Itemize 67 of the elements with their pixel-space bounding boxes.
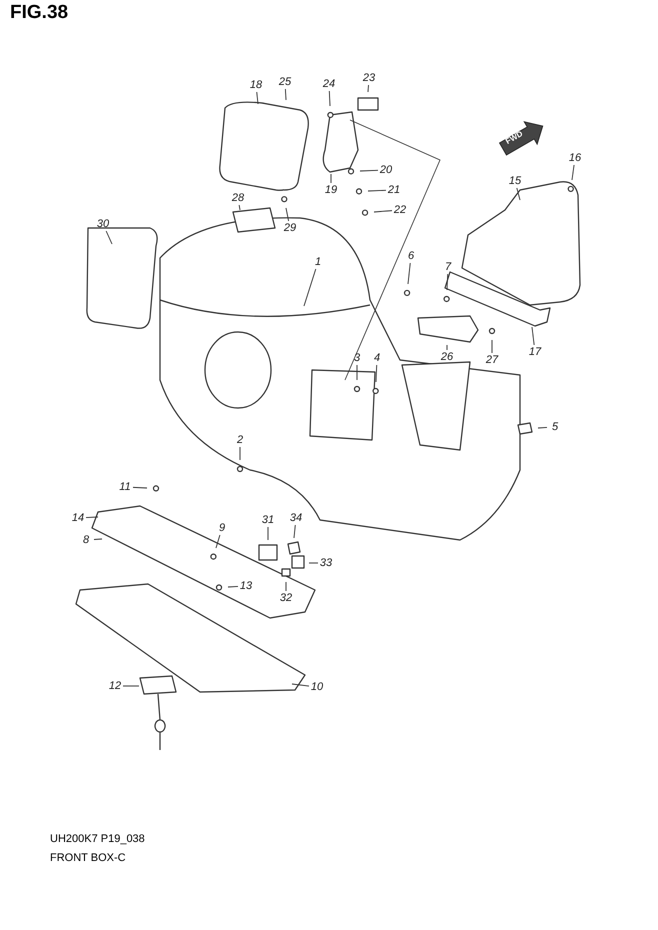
callout-number: 15 <box>508 175 522 187</box>
callout-number: 33 <box>320 557 332 569</box>
callout-number: 20 <box>380 164 392 176</box>
callout-number: 18 <box>250 79 262 91</box>
leader-line <box>292 684 310 686</box>
leader-line <box>356 364 358 380</box>
callout-number: 17 <box>528 346 542 358</box>
leader-line <box>360 170 378 172</box>
callout-number: 31 <box>262 514 274 526</box>
leader-line <box>516 188 520 200</box>
callout-number: 2 <box>236 434 244 446</box>
leader-line <box>228 586 238 588</box>
leader-line <box>532 326 535 346</box>
leader-line <box>304 268 316 306</box>
direction-label: FWD <box>504 129 524 146</box>
callout-number: 11 <box>119 481 131 493</box>
leader-line <box>286 208 290 222</box>
leader-line <box>446 274 448 290</box>
callout-number: 29 <box>284 222 296 234</box>
leader-line <box>284 88 286 100</box>
callout-number: 26 <box>440 351 454 363</box>
callout-number: 6 <box>408 250 414 262</box>
leader-line <box>376 364 378 382</box>
callout-number: 7 <box>444 261 452 273</box>
callout-number: 24 <box>322 78 336 90</box>
leader-line <box>308 562 318 564</box>
leader-line <box>256 92 258 104</box>
leader-line <box>368 190 386 192</box>
leader-line <box>446 344 448 350</box>
callout-number: 13 <box>240 580 252 592</box>
leader-line <box>408 262 411 284</box>
callout-number: 12 <box>108 680 122 692</box>
leader-line <box>238 204 240 210</box>
leader-line <box>374 210 392 212</box>
leader-line <box>132 486 148 488</box>
callout-number: 22 <box>394 204 406 216</box>
callout-number: 21 <box>388 184 400 196</box>
leader-line <box>328 90 330 106</box>
leader-line <box>294 524 296 538</box>
leader-line <box>368 84 369 92</box>
callout-number: 10 <box>310 681 324 693</box>
leader-line <box>106 230 112 244</box>
callout-number: 34 <box>290 512 302 524</box>
callout-number: 8 <box>82 534 90 546</box>
callout-number: 19 <box>324 184 338 196</box>
callout-number: 9 <box>218 522 226 534</box>
callout-number: 25 <box>278 76 292 88</box>
callout-number: 27 <box>486 354 498 366</box>
callout-number: 16 <box>568 152 582 164</box>
leader-line <box>572 164 574 180</box>
callout-number: 3 <box>354 352 360 364</box>
callout-number: 23 <box>362 72 376 84</box>
callout-number: 5 <box>552 421 558 433</box>
leader-line <box>94 538 102 540</box>
callout-number: 30 <box>96 218 110 230</box>
section-name: FRONT BOX-C <box>50 852 126 864</box>
callout-number: 32 <box>280 592 292 604</box>
leader-line <box>538 427 548 428</box>
callout-number: 1 <box>314 256 322 268</box>
callout-number: 28 <box>232 192 244 204</box>
leader-line <box>216 534 220 548</box>
callout-number: 14 <box>72 512 84 524</box>
leader-line <box>86 516 98 518</box>
leader-line <box>330 174 332 184</box>
callout-number: 4 <box>374 352 380 364</box>
catalog-code: UH200K7 P19_038 <box>50 833 145 845</box>
figure-title: FIG.38 <box>10 2 68 24</box>
